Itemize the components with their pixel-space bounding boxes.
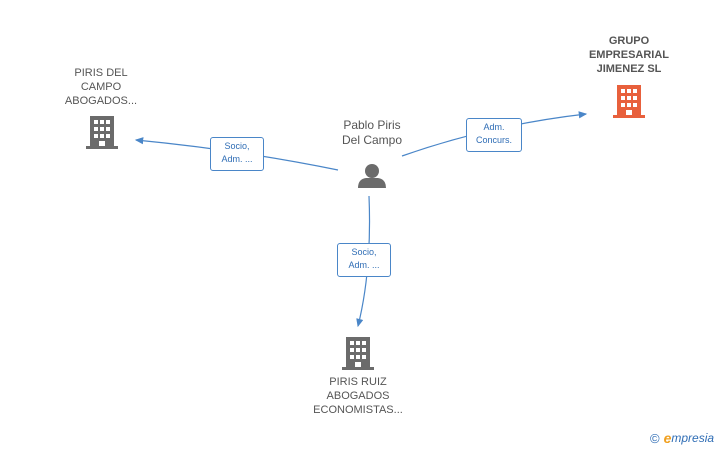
- building-icon-left[interactable]: [86, 116, 118, 149]
- edge-label-right: Adm. Concurs.: [466, 118, 522, 152]
- person-icon[interactable]: [358, 164, 386, 188]
- company-name-left[interactable]: PIRIS DEL CAMPO ABOGADOS...: [64, 67, 138, 107]
- person-name[interactable]: Pablo Piris Del Campo: [341, 118, 403, 147]
- building-icon-bottom[interactable]: [342, 337, 374, 370]
- edge-label-bottom: Socio, Adm. ...: [337, 243, 391, 277]
- building-icon-right[interactable]: [613, 85, 645, 118]
- company-name-bottom[interactable]: PIRIS RUIZ ABOGADOS ECONOMISTAS...: [313, 376, 403, 416]
- brand-logo: © e mpresia: [650, 430, 714, 446]
- edge-label-left: Socio, Adm. ...: [210, 137, 264, 171]
- company-name-right[interactable]: GRUPO EMPRESARIAL JIMENEZ SL: [588, 35, 670, 75]
- copyright-icon: ©: [650, 430, 660, 446]
- brand-initial: e: [663, 430, 672, 446]
- brand-name: mpresia: [671, 431, 715, 445]
